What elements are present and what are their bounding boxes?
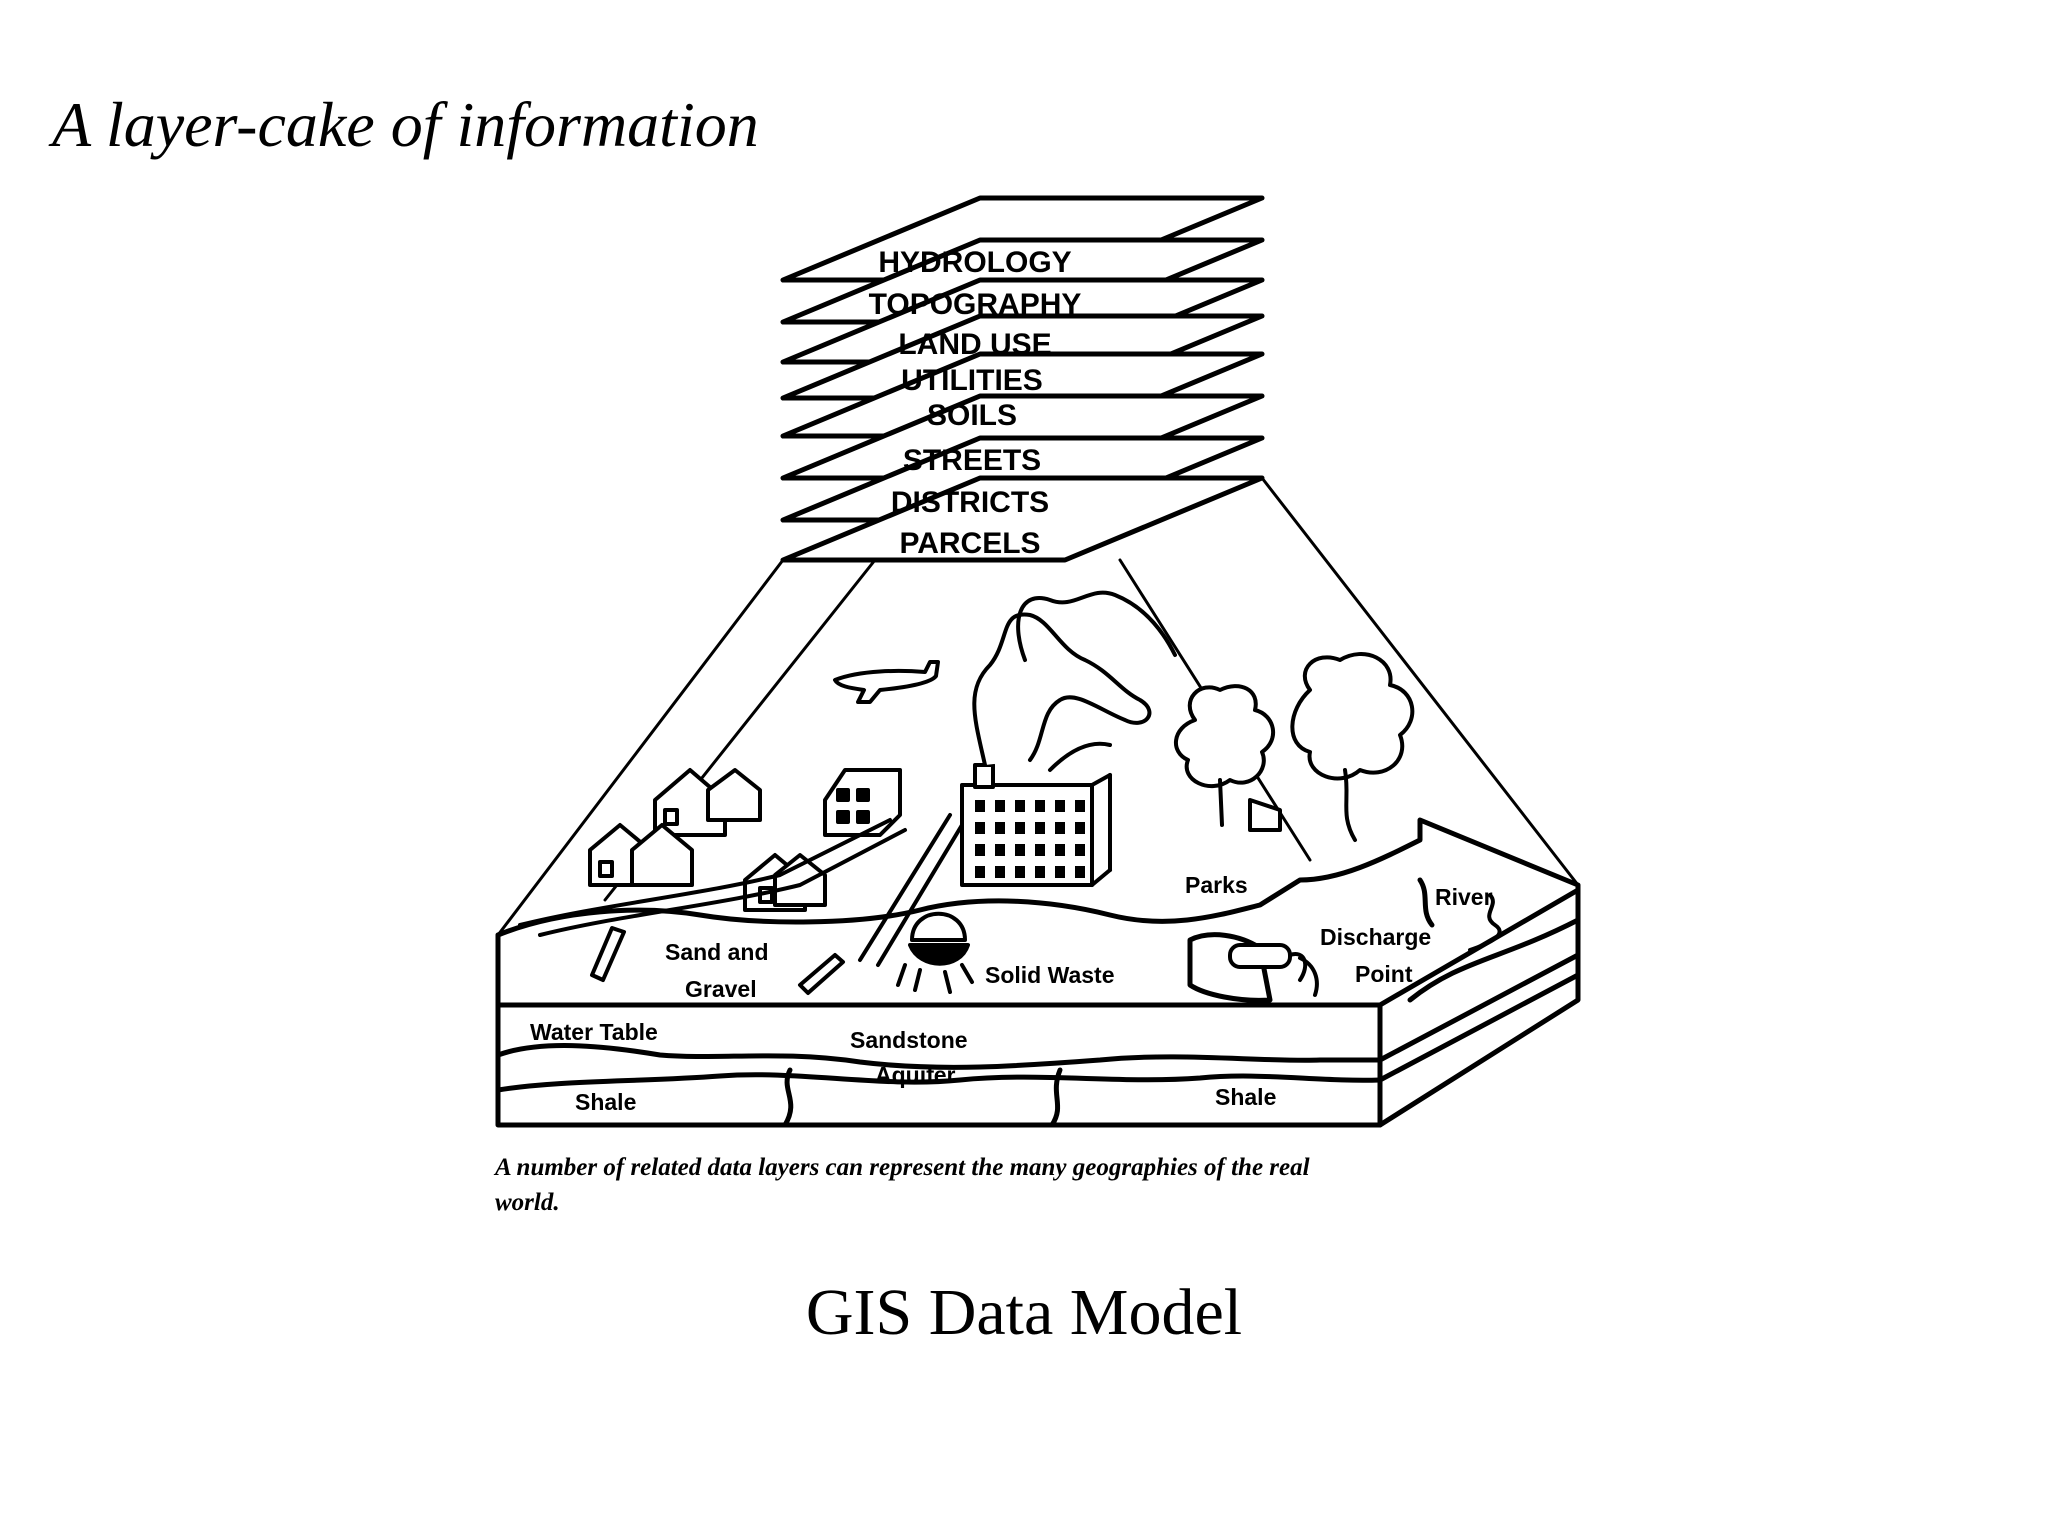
label-discharge-point-line2: Point [1355,961,1413,987]
layer-label-streets: STREETS [903,444,1041,477]
houses [588,768,827,912]
layer-label-land-use: LAND USE [898,328,1051,361]
terrain-block [495,817,1581,1128]
office-building [823,768,902,837]
figure-caption-line1: A number of related data layers can repr… [493,1154,1310,1181]
solid-waste-mound [896,911,974,994]
layer-label-hydrology: HYDROLOGY [878,246,1071,279]
layer-label-soils: SOILS [927,399,1017,432]
layer-label-districts: DISTRICTS [891,486,1049,519]
footer-title: GIS Data Model [805,1276,1243,1349]
label-solid-waste: Solid Waste [985,962,1115,988]
label-shale-right: Shale [1215,1084,1276,1110]
trees [1173,652,1415,842]
roads [518,813,967,967]
label-sandstone-aquifer-line2: Aquifer [875,1062,956,1088]
figure-caption-line2: world. [495,1189,560,1216]
label-river: River [1435,884,1493,910]
river [1468,893,1502,952]
sand-gravel-pipes [590,926,845,995]
layer-label-parcels: PARCELS [899,527,1040,560]
label-discharge-point-line1: Discharge [1320,924,1431,950]
factory [960,590,1177,887]
label-sand-and-gravel-line1: Sand and [665,939,769,965]
layer-label-topography: TOPOGRAPHY [869,288,1082,321]
layer-label-utilities: UTILITIES [901,364,1043,397]
label-shale-left: Shale [575,1089,636,1115]
airplane [833,660,940,704]
label-parks: Parks [1185,872,1248,898]
label-water-table: Water Table [530,1019,658,1045]
discharge-pipe [1228,943,1319,997]
page-heading: A layer-cake of information [52,89,759,160]
label-sandstone-aquifer-line1: Sandstone [850,1027,968,1053]
label-sand-and-gravel-line2: Gravel [685,976,757,1002]
